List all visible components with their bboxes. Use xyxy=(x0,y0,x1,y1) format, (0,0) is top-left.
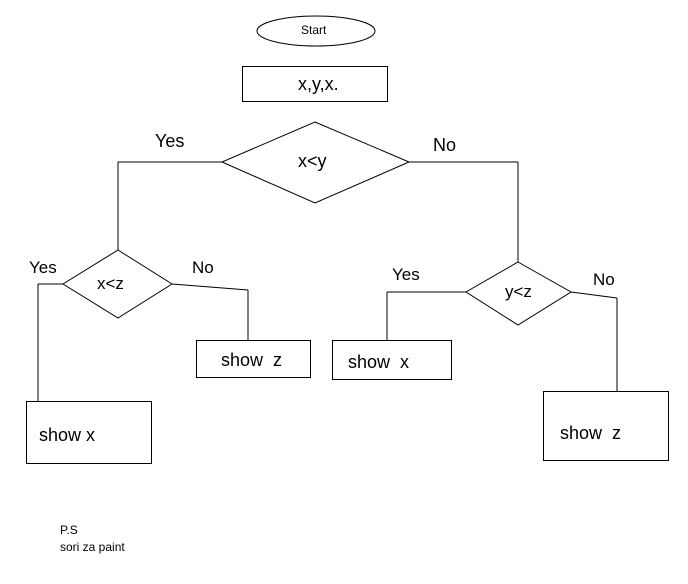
output-right-yes-label: show x xyxy=(348,352,410,372)
output-left-no-box: show z xyxy=(196,340,311,378)
decision-main-label: x<y xyxy=(298,151,327,171)
note-line-1: P.S xyxy=(60,523,78,537)
input-label: x,y,x. xyxy=(298,74,339,94)
branch-main-no-label: No xyxy=(433,135,457,155)
output-right-no-label: show z xyxy=(560,423,622,443)
output-left-no-label: show z xyxy=(221,350,283,370)
connector-left-no-h xyxy=(171,283,249,291)
branch-left-yes-label: Yes xyxy=(29,258,57,277)
output-right-no-box: show z xyxy=(543,391,669,461)
output-left-yes-label: show x xyxy=(39,425,96,445)
output-left-yes-box: show x xyxy=(26,401,152,464)
decision-left-label: x<z xyxy=(97,274,124,293)
branch-left-no-label: No xyxy=(192,258,214,277)
decision-left-diamond xyxy=(62,249,173,319)
start-terminator xyxy=(256,15,376,47)
start-label: Start xyxy=(301,23,327,37)
branch-main-yes-label: Yes xyxy=(155,131,185,151)
decision-right-diamond xyxy=(465,261,572,326)
connectors xyxy=(37,161,618,402)
input-process-box xyxy=(242,66,388,102)
decision-right-label: y<z xyxy=(505,282,532,301)
output-right-yes-box: show x xyxy=(332,340,452,380)
branch-right-no-label: No xyxy=(593,270,615,289)
connector-right-no-h xyxy=(570,291,618,299)
decision-main-diamond xyxy=(220,121,411,204)
note-line-2: sori za paint xyxy=(60,540,125,554)
branch-right-yes-label: Yes xyxy=(392,265,420,284)
